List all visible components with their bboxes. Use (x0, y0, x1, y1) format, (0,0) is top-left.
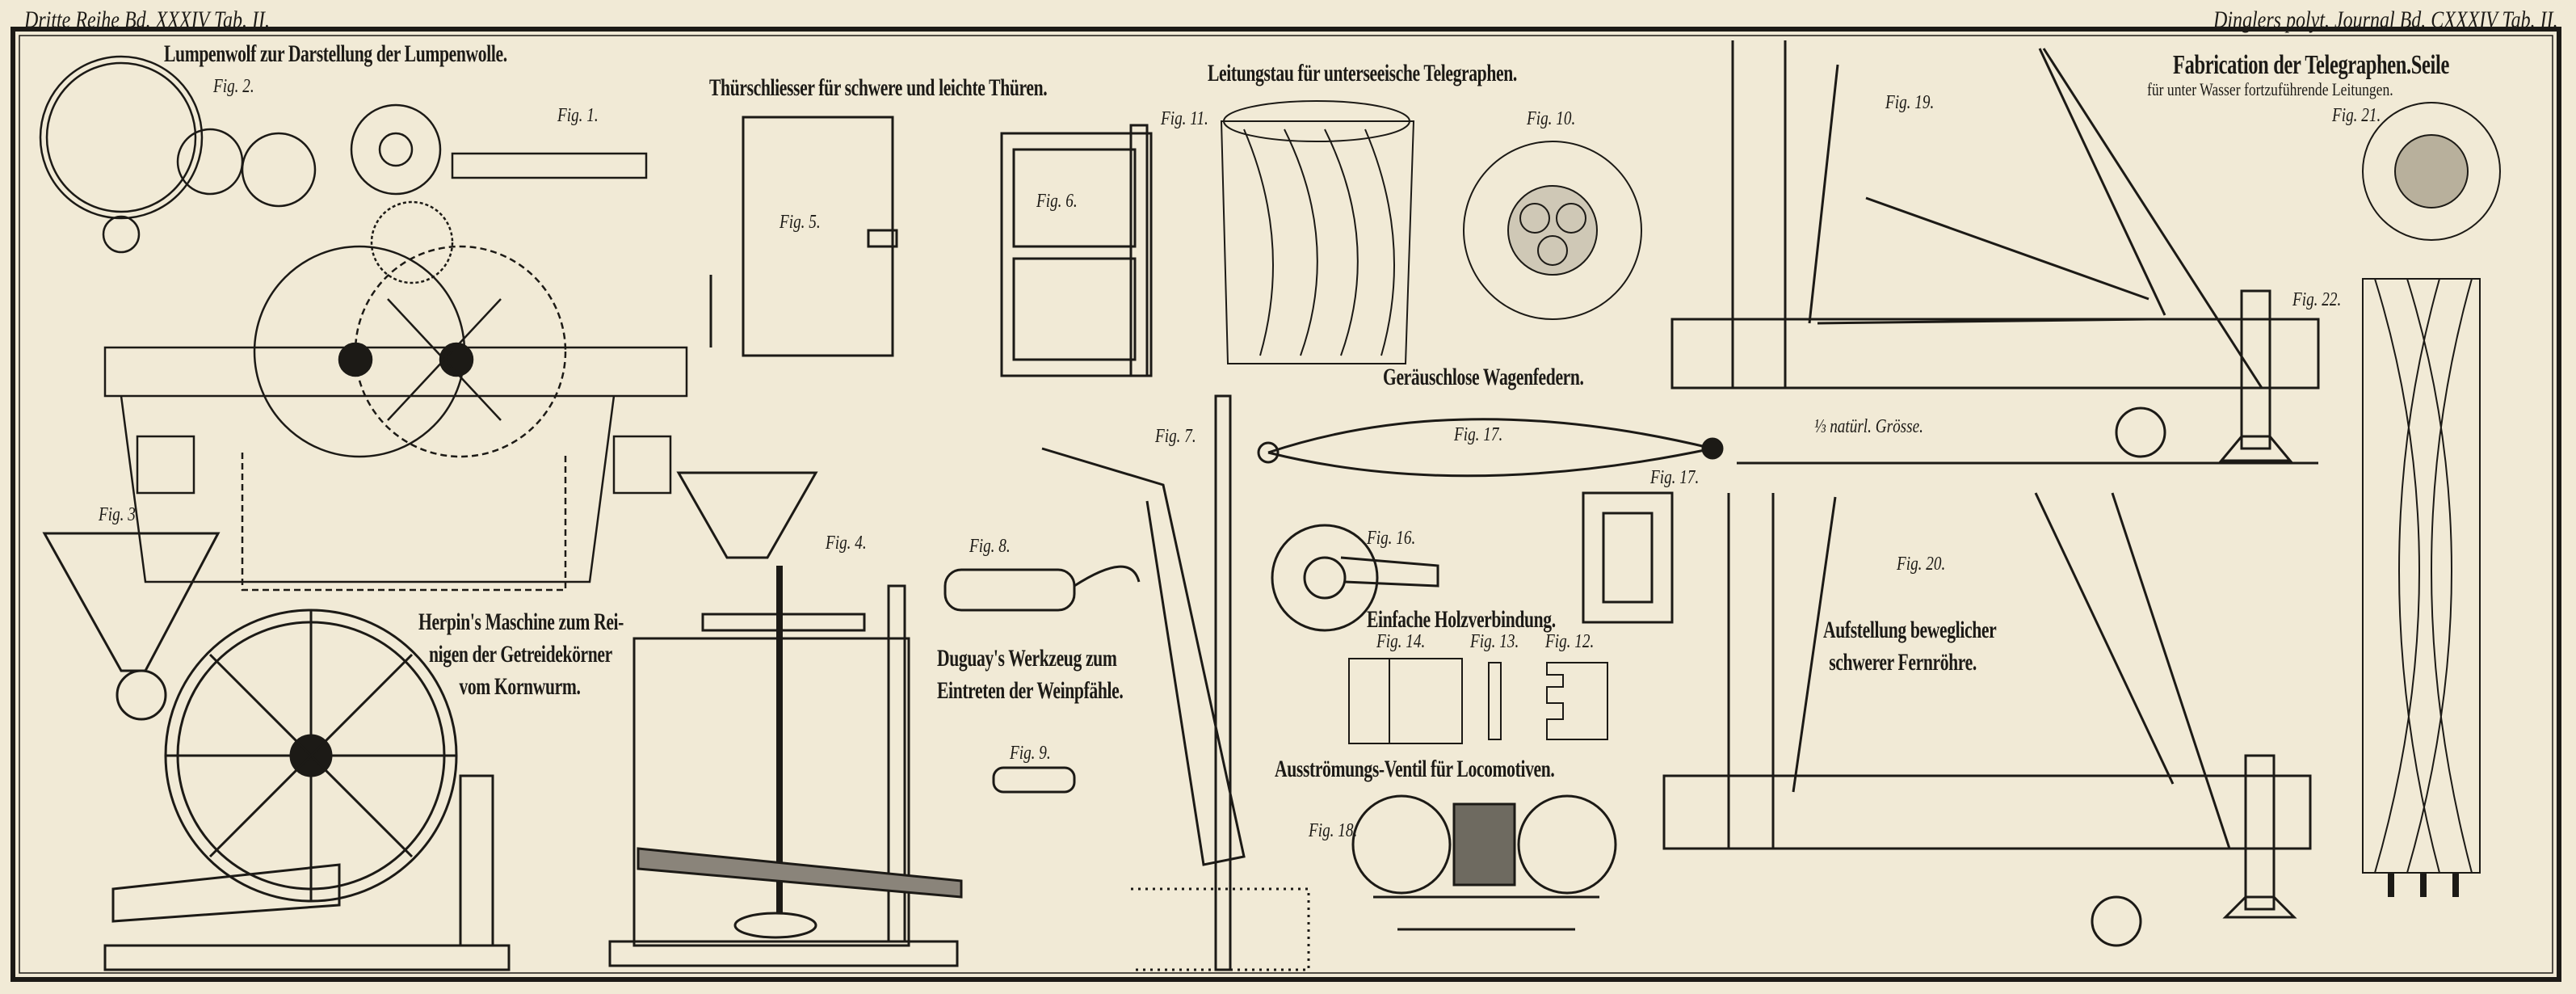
locomotive-valve-drawing (1351, 794, 1617, 931)
fig-21-label: Fig. 21. (2332, 105, 2381, 126)
subtitle-fabrication: für unter Wasser fortzuführende Leitunge… (2147, 79, 2393, 99)
title-fabrication: Fabrication der Telegraphen.Seile (2173, 50, 2449, 80)
door-closer-drawing (709, 116, 1153, 377)
grain-cleaner-section-drawing (608, 471, 963, 967)
title-lumpenwolf: Lumpenwolf zur Darstellung der Lumpenwol… (164, 40, 507, 67)
fig-8-label: Fig. 8. (969, 536, 1011, 557)
fig-20-label: Fig. 20. (1897, 554, 1946, 575)
telescope-stand-fig19-drawing (1670, 40, 2320, 465)
fig-22-label: Fig. 22. (2292, 289, 2342, 310)
lumpenwolf-drawing (39, 55, 688, 592)
plate-header-right: Dinglers polyt. Journal Bd. CXXXIV Tab. … (2213, 6, 2558, 33)
telegraph-cable-drawing (1220, 100, 1415, 364)
title-thuerschliesser: Thürschliesser für schwere und leichte T… (709, 74, 1048, 101)
herpin-machine-drawing (42, 532, 511, 971)
title-herpin-line: vom Kornwurm. (459, 673, 581, 700)
carriage-spring-drawing (1257, 418, 1724, 632)
fig-14-label: Fig. 14. (1376, 631, 1426, 652)
title-fernroehre-line: Aufstellung beweglicher (1823, 617, 1997, 643)
fig-11-label: Fig. 11. (1161, 108, 1208, 129)
plate-frame (11, 27, 2561, 982)
title-duguay-line: Eintreten der Weinpfähle. (937, 677, 1124, 704)
fig-12-label: Fig. 12. (1545, 631, 1595, 652)
fig-16-label: Fig. 16. (1367, 528, 1416, 549)
fig-9-label: Fig. 9. (1010, 743, 1051, 764)
title-duguay: Duguay's Werkzeug zum Eintreten der Wein… (937, 642, 1124, 707)
fig-1-label: Fig. 1. (557, 105, 599, 126)
fig-10-label: Fig. 10. (1527, 108, 1576, 129)
title-fernroehre-line: schwerer Fernröhre. (1829, 649, 1977, 676)
title-herpin: Herpin's Maschine zum Rei- nigen der Get… (418, 606, 624, 703)
fig-17-label: Fig. 17. (1454, 424, 1503, 445)
title-ventil: Ausströmungs-Ventil für Locomotiven. (1275, 756, 1555, 782)
telegraph-rope-drawing (2362, 102, 2501, 897)
fig-4-label: Fig. 4. (826, 533, 867, 554)
fig-2-label: Fig. 2. (213, 76, 254, 97)
telescope-stand-fig20-drawing (1662, 492, 2312, 947)
cable-cross-section-drawing (1463, 141, 1642, 320)
fig-19-label: Fig. 19. (1885, 92, 1935, 113)
plate-header-left: Dritte Reihe Bd. XXXIV Tab. II. (24, 6, 270, 33)
title-duguay-line: Duguay's Werkzeug zum (937, 645, 1117, 672)
fig-17b-label: Fig. 17. (1650, 467, 1700, 488)
fig-5-label: Fig. 5. (780, 212, 821, 233)
fig-3-label: Fig. 3. (99, 504, 140, 525)
fig-6-label: Fig. 6. (1036, 191, 1078, 212)
title-herpin-line: nigen der Getreidekörner (428, 641, 612, 668)
title-fernroehre: Aufstellung beweglicher schwerer Fernröh… (1823, 614, 1997, 679)
title-leitungstau: Leitungstau für unterseeische Telegraphe… (1208, 60, 1517, 86)
fig-13-label: Fig. 13. (1470, 631, 1519, 652)
scale-note: ⅓ natürl. Grösse. (1814, 416, 1923, 437)
title-holzverbindung: Einfache Holzverbindung. (1367, 606, 1556, 633)
fig-18-label: Fig. 18. (1309, 820, 1358, 841)
title-herpin-line: Herpin's Maschine zum Rei- (418, 609, 624, 635)
fig-7-label: Fig. 7. (1155, 426, 1196, 447)
wood-joint-drawing (1348, 658, 1608, 744)
duguay-tool-drawing (943, 394, 1310, 971)
title-wagenfedern: Geräuschlose Wagenfedern. (1383, 364, 1584, 390)
